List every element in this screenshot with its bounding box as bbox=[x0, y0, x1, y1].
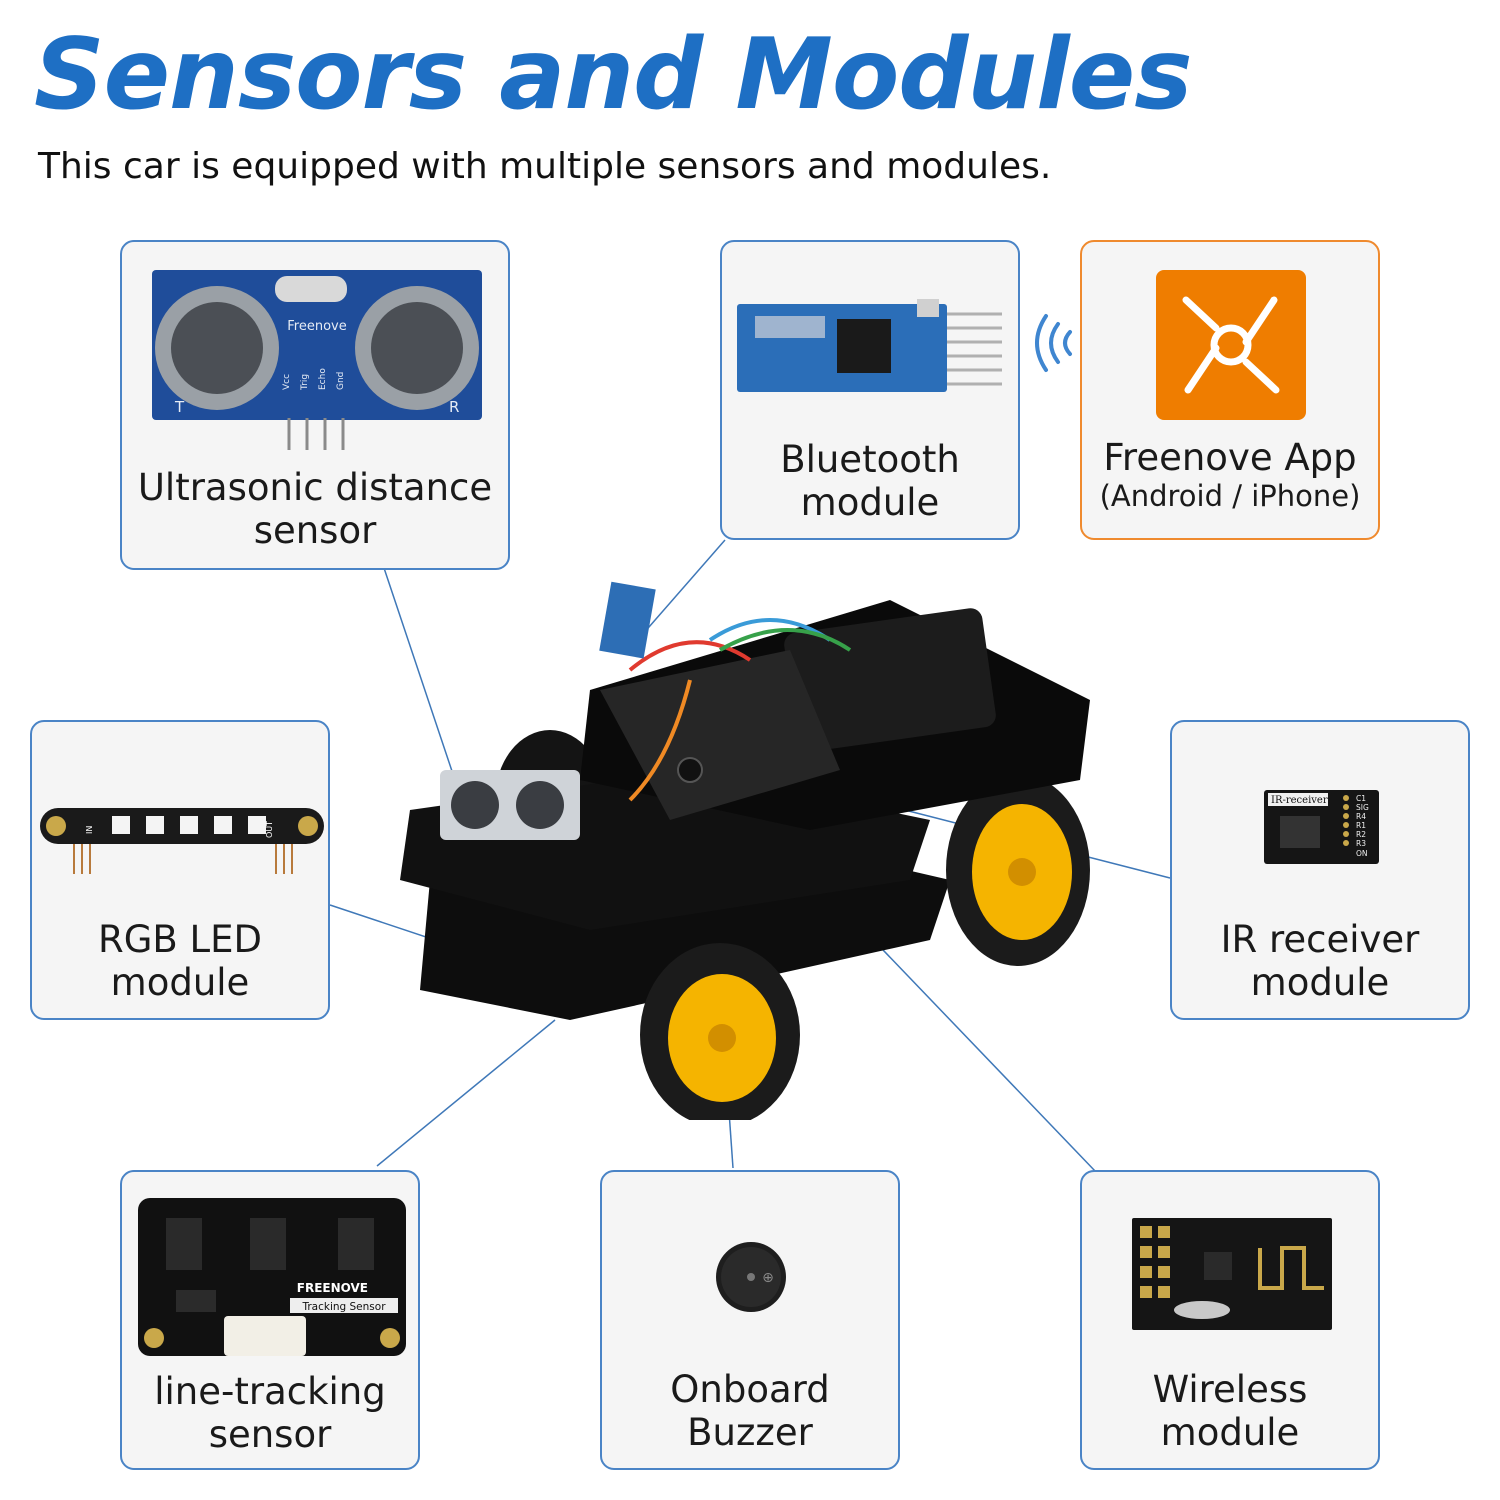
ir-pin-label: R4 bbox=[1356, 812, 1366, 821]
ultrasonic-pin-label: Echo bbox=[318, 368, 328, 390]
line-tracking-brand: FREENOVE bbox=[297, 1281, 368, 1295]
rgb-led-in-mark: IN bbox=[85, 826, 94, 834]
wireless-module-image bbox=[1132, 1218, 1332, 1330]
page-subtitle: This car is equipped with multiple senso… bbox=[38, 146, 1052, 187]
rgb-led-module-card: IN OUT RGB LED module bbox=[30, 720, 330, 1020]
ultrasonic-label: Ultrasonic distance sensor bbox=[122, 466, 508, 552]
ultrasonic-pin-label: Vcc bbox=[282, 374, 292, 390]
ir-pin-label: R1 bbox=[1356, 821, 1366, 830]
wireless-label-line2: module bbox=[1160, 1411, 1300, 1454]
ir-board-text: IR-receiver bbox=[1271, 795, 1328, 806]
ultrasonic-left-mark: T bbox=[174, 398, 185, 416]
ultrasonic-right-mark: R bbox=[449, 398, 459, 416]
wireless-signal-icon bbox=[1035, 314, 1072, 372]
bluetooth-label: Bluetooth module bbox=[722, 438, 1018, 524]
ultrasonic-sensor-card: Freenove T R Vcc Trig Echo Gnd Ultrasoni… bbox=[120, 240, 510, 570]
ultrasonic-board-text: Freenove bbox=[287, 319, 346, 334]
buzzer-image: ⊕ bbox=[716, 1242, 786, 1312]
buzzer-label-line2: Buzzer bbox=[687, 1411, 813, 1454]
ir-pin-label: SIG bbox=[1356, 803, 1369, 812]
bluetooth-module-card: Bluetooth module bbox=[720, 240, 1020, 540]
freenove-app-icon bbox=[1156, 270, 1306, 420]
bluetooth-label-line2: module bbox=[800, 481, 940, 524]
rgb-led-label-line2: module bbox=[110, 961, 250, 1004]
wireless-label-line1: Wireless bbox=[1152, 1368, 1308, 1411]
buzzer-label: Onboard Buzzer bbox=[602, 1368, 898, 1454]
line-tracking-board-text: Tracking Sensor bbox=[301, 1301, 386, 1313]
ir-receiver-label: IR receiver module bbox=[1172, 918, 1468, 1004]
onboard-buzzer-card: ⊕ Onboard Buzzer bbox=[600, 1170, 900, 1470]
car-ultrasonic bbox=[440, 770, 580, 840]
ultrasonic-pin-label: Gnd bbox=[336, 372, 346, 390]
buzzer-label-line1: Onboard bbox=[670, 1368, 830, 1411]
rgb-led-label: RGB LED module bbox=[32, 918, 328, 1004]
rgb-led-module-image: IN OUT bbox=[40, 808, 324, 874]
bluetooth-module-image bbox=[737, 299, 1002, 392]
line-tracking-label-line1: line-tracking bbox=[154, 1370, 386, 1413]
buzzer-polarity-mark: ⊕ bbox=[762, 1270, 774, 1286]
app-label-line2: (Android / iPhone) bbox=[1099, 479, 1361, 513]
bluetooth-label-line1: Bluetooth bbox=[780, 438, 960, 481]
rear-wheel bbox=[946, 774, 1090, 966]
robot-car-image bbox=[400, 581, 1090, 1120]
ir-receiver-label-line1: IR receiver bbox=[1220, 918, 1420, 961]
line-tracking-sensor-card: FREENOVE Tracking Sensor line-tracking s… bbox=[120, 1170, 420, 1470]
ir-receiver-module-image: IR-receiver C1 SIG R4 R1 R2 R3 ON bbox=[1264, 790, 1379, 864]
ultrasonic-label-line2: sensor bbox=[253, 509, 377, 552]
ultrasonic-label-line1: Ultrasonic distance bbox=[137, 466, 493, 509]
rgb-led-out-mark: OUT bbox=[265, 821, 274, 838]
app-label-line1: Freenove App bbox=[1103, 436, 1357, 479]
ir-pin-label: R2 bbox=[1356, 830, 1366, 839]
line-tracking-label: line-tracking sensor bbox=[122, 1370, 418, 1456]
rgb-led-label-line1: RGB LED bbox=[97, 918, 262, 961]
ultrasonic-sensor-image: Freenove T R Vcc Trig Echo Gnd bbox=[152, 270, 482, 450]
app-label: Freenove App (Android / iPhone) bbox=[1082, 436, 1378, 513]
wireless-label: Wireless module bbox=[1082, 1368, 1378, 1454]
ultrasonic-pin-label: Trig bbox=[300, 374, 310, 391]
page-title: Sensors and Modules bbox=[34, 18, 1193, 132]
freenove-app-card: Freenove App (Android / iPhone) bbox=[1080, 240, 1380, 540]
ir-receiver-module-card: IR-receiver C1 SIG R4 R1 R2 R3 ON IR rec… bbox=[1170, 720, 1470, 1020]
line-tracking-sensor-image: FREENOVE Tracking Sensor bbox=[138, 1198, 406, 1356]
ir-pin-label: ON bbox=[1356, 849, 1368, 858]
ir-pin-label: R3 bbox=[1356, 839, 1366, 848]
line-tracking-label-line2: sensor bbox=[208, 1413, 332, 1456]
ir-receiver-label-line2: module bbox=[1250, 961, 1390, 1004]
front-wheel bbox=[640, 943, 800, 1120]
wireless-module-card: Wireless module bbox=[1080, 1170, 1380, 1470]
ir-pin-label: C1 bbox=[1356, 794, 1366, 803]
